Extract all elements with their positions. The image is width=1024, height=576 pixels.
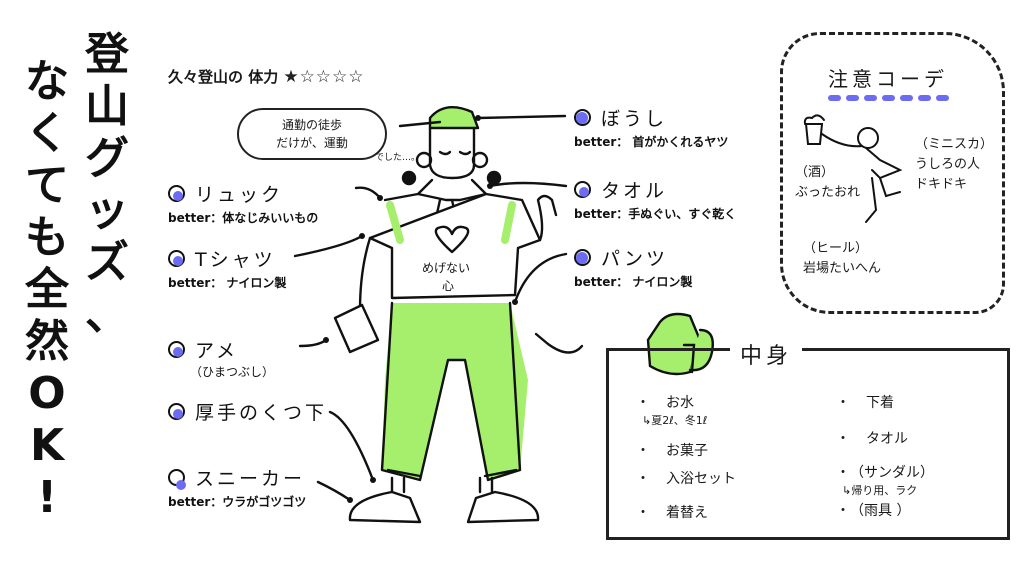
contents-item-label: 下着	[866, 395, 894, 411]
title-column-left: な く て も 全 然 O K !	[22, 55, 72, 523]
shirt-text: めげない	[422, 261, 470, 275]
caution-text: ぶったおれ	[795, 185, 861, 200]
item-backpack: リュック better：体なじみいいもの	[168, 180, 318, 226]
bullet-circle-icon	[168, 341, 185, 358]
contents-box	[606, 348, 1010, 540]
contents-item-sub: ↳夏2ℓ、冬1ℓ	[642, 414, 708, 427]
item-better-note: better：手ぬぐい、すぐ乾く	[574, 207, 737, 221]
title-char: 全	[25, 264, 69, 315]
bullet-circle-icon	[574, 249, 591, 266]
bullet-circle-icon	[168, 469, 186, 490]
contents-item-label: 入浴セット	[666, 471, 736, 487]
bullet-circle-icon	[168, 403, 185, 420]
bullet-circle-icon	[574, 181, 591, 198]
bullet-circle-icon	[168, 250, 185, 267]
caution-tag: （ミニスカ）	[915, 137, 994, 152]
item-label: スニーカー	[195, 468, 306, 490]
contents-item: ・入浴セット	[636, 471, 736, 487]
item-note: （ひまつぶし）	[190, 365, 275, 379]
title-column-right: 登 山 グ ッ ズ 、	[82, 28, 132, 340]
caution-note-alcohol: （酒） ぶったおれ	[795, 163, 860, 203]
item-candy: アメ （ひまつぶし）	[168, 336, 274, 380]
contents-item: ・お水 ↳夏2ℓ、冬1ℓ	[636, 395, 708, 427]
contents-title: 中身	[730, 338, 803, 370]
speech-bubble: 通勤の徒歩 だけが、運動	[237, 108, 387, 160]
contents-item-label: （サンダル）	[850, 465, 934, 481]
item-label: 厚手のくつ下	[195, 402, 328, 424]
title-char: 山	[85, 81, 129, 132]
title-char: て	[25, 160, 69, 211]
item-thick-socks: 厚手のくつ下	[168, 398, 327, 425]
caution-note-miniskirt: （ミニスカ） うしろの人 ドキドキ	[915, 135, 995, 195]
item-better-note: better： ナイロン製	[574, 275, 693, 289]
caution-title: 注意コーデ	[828, 67, 948, 91]
star-rating-icon: ★☆☆☆☆	[283, 67, 365, 87]
stamina-header: 久々登山の 体力 ★☆☆☆☆	[168, 66, 365, 87]
title-char: 、	[85, 289, 129, 340]
item-tshirt: Tシャツ better： ナイロン製	[168, 245, 286, 291]
contents-item: ・タオル	[836, 431, 908, 447]
contents-item: ・（サンダル） ↳帰り用、ラク	[836, 465, 934, 497]
title-char: 登	[85, 29, 129, 80]
item-label: アメ	[195, 340, 239, 362]
dashed-underline	[828, 95, 949, 101]
item-hat: ぼうし better： 首がかくれるヤツ	[574, 104, 728, 150]
item-better-note: better：ウラがゴツゴツ	[168, 495, 307, 509]
bubble-line: だけが、運動	[276, 136, 348, 150]
caution-text: うしろの人 ドキドキ	[915, 157, 981, 192]
item-label: リュック	[195, 184, 284, 206]
bullet-circle-icon	[168, 185, 185, 202]
contents-item-label: 着替え	[666, 505, 708, 521]
caution-coordinate-box: 注意コーデ （酒） ぶったおれ （ミニスカ） うしろの人 ドキドキ （ヒール） …	[780, 32, 1005, 314]
title-char: く	[25, 108, 69, 159]
contents-item: ・下着	[836, 395, 894, 411]
contents-item-label: タオル	[866, 431, 908, 447]
title-char: 然	[25, 316, 69, 367]
contents-item: ・（雨具 ）	[836, 503, 911, 519]
title-char: な	[25, 56, 69, 107]
item-towel: タオル better：手ぬぐい、すぐ乾く	[574, 176, 736, 222]
bubble-line: 通勤の徒歩	[281, 118, 342, 132]
bullet-circle-icon	[574, 109, 591, 126]
contents-item: ・着替え	[636, 505, 708, 521]
item-label: Tシャツ	[195, 249, 276, 271]
contents-item-label: お水	[666, 395, 694, 411]
svg-text:心: 心	[442, 279, 454, 293]
bubble-tail-text: でした…。	[375, 153, 421, 163]
caution-tag: （ヒール）	[803, 241, 869, 256]
item-label: ぼうし	[601, 108, 668, 130]
contents-item-label: お菓子	[666, 443, 708, 459]
title-char: も	[25, 212, 69, 263]
title-char: !	[36, 472, 58, 523]
contents-item: ・お菓子	[636, 443, 708, 459]
caution-tag: （酒）	[795, 165, 835, 180]
title-char: K	[29, 420, 65, 471]
item-better-note: better： ナイロン製	[168, 276, 287, 290]
title-char: ッ	[85, 185, 129, 236]
item-label: タオル	[601, 180, 668, 202]
title-char: ズ	[85, 237, 129, 288]
caution-note-heels: （ヒール） 岩場たいへん	[803, 239, 881, 279]
title-char: O	[28, 368, 66, 419]
title-char: グ	[85, 133, 129, 184]
item-pants: パンツ better： ナイロン製	[574, 244, 692, 290]
item-better-note: better： 首がかくれるヤツ	[574, 135, 729, 149]
item-sneakers: スニーカー better：ウラがゴツゴツ	[168, 464, 306, 510]
item-better-note: better：体なじみいいもの	[168, 211, 319, 225]
item-label: パンツ	[601, 248, 668, 270]
contents-item-label: （雨具 ）	[850, 503, 911, 519]
contents-item-sub: ↳帰り用、ラク	[842, 484, 918, 497]
caution-text: 岩場たいへん	[803, 261, 882, 276]
stamina-label: 久々登山の 体力	[168, 68, 279, 86]
